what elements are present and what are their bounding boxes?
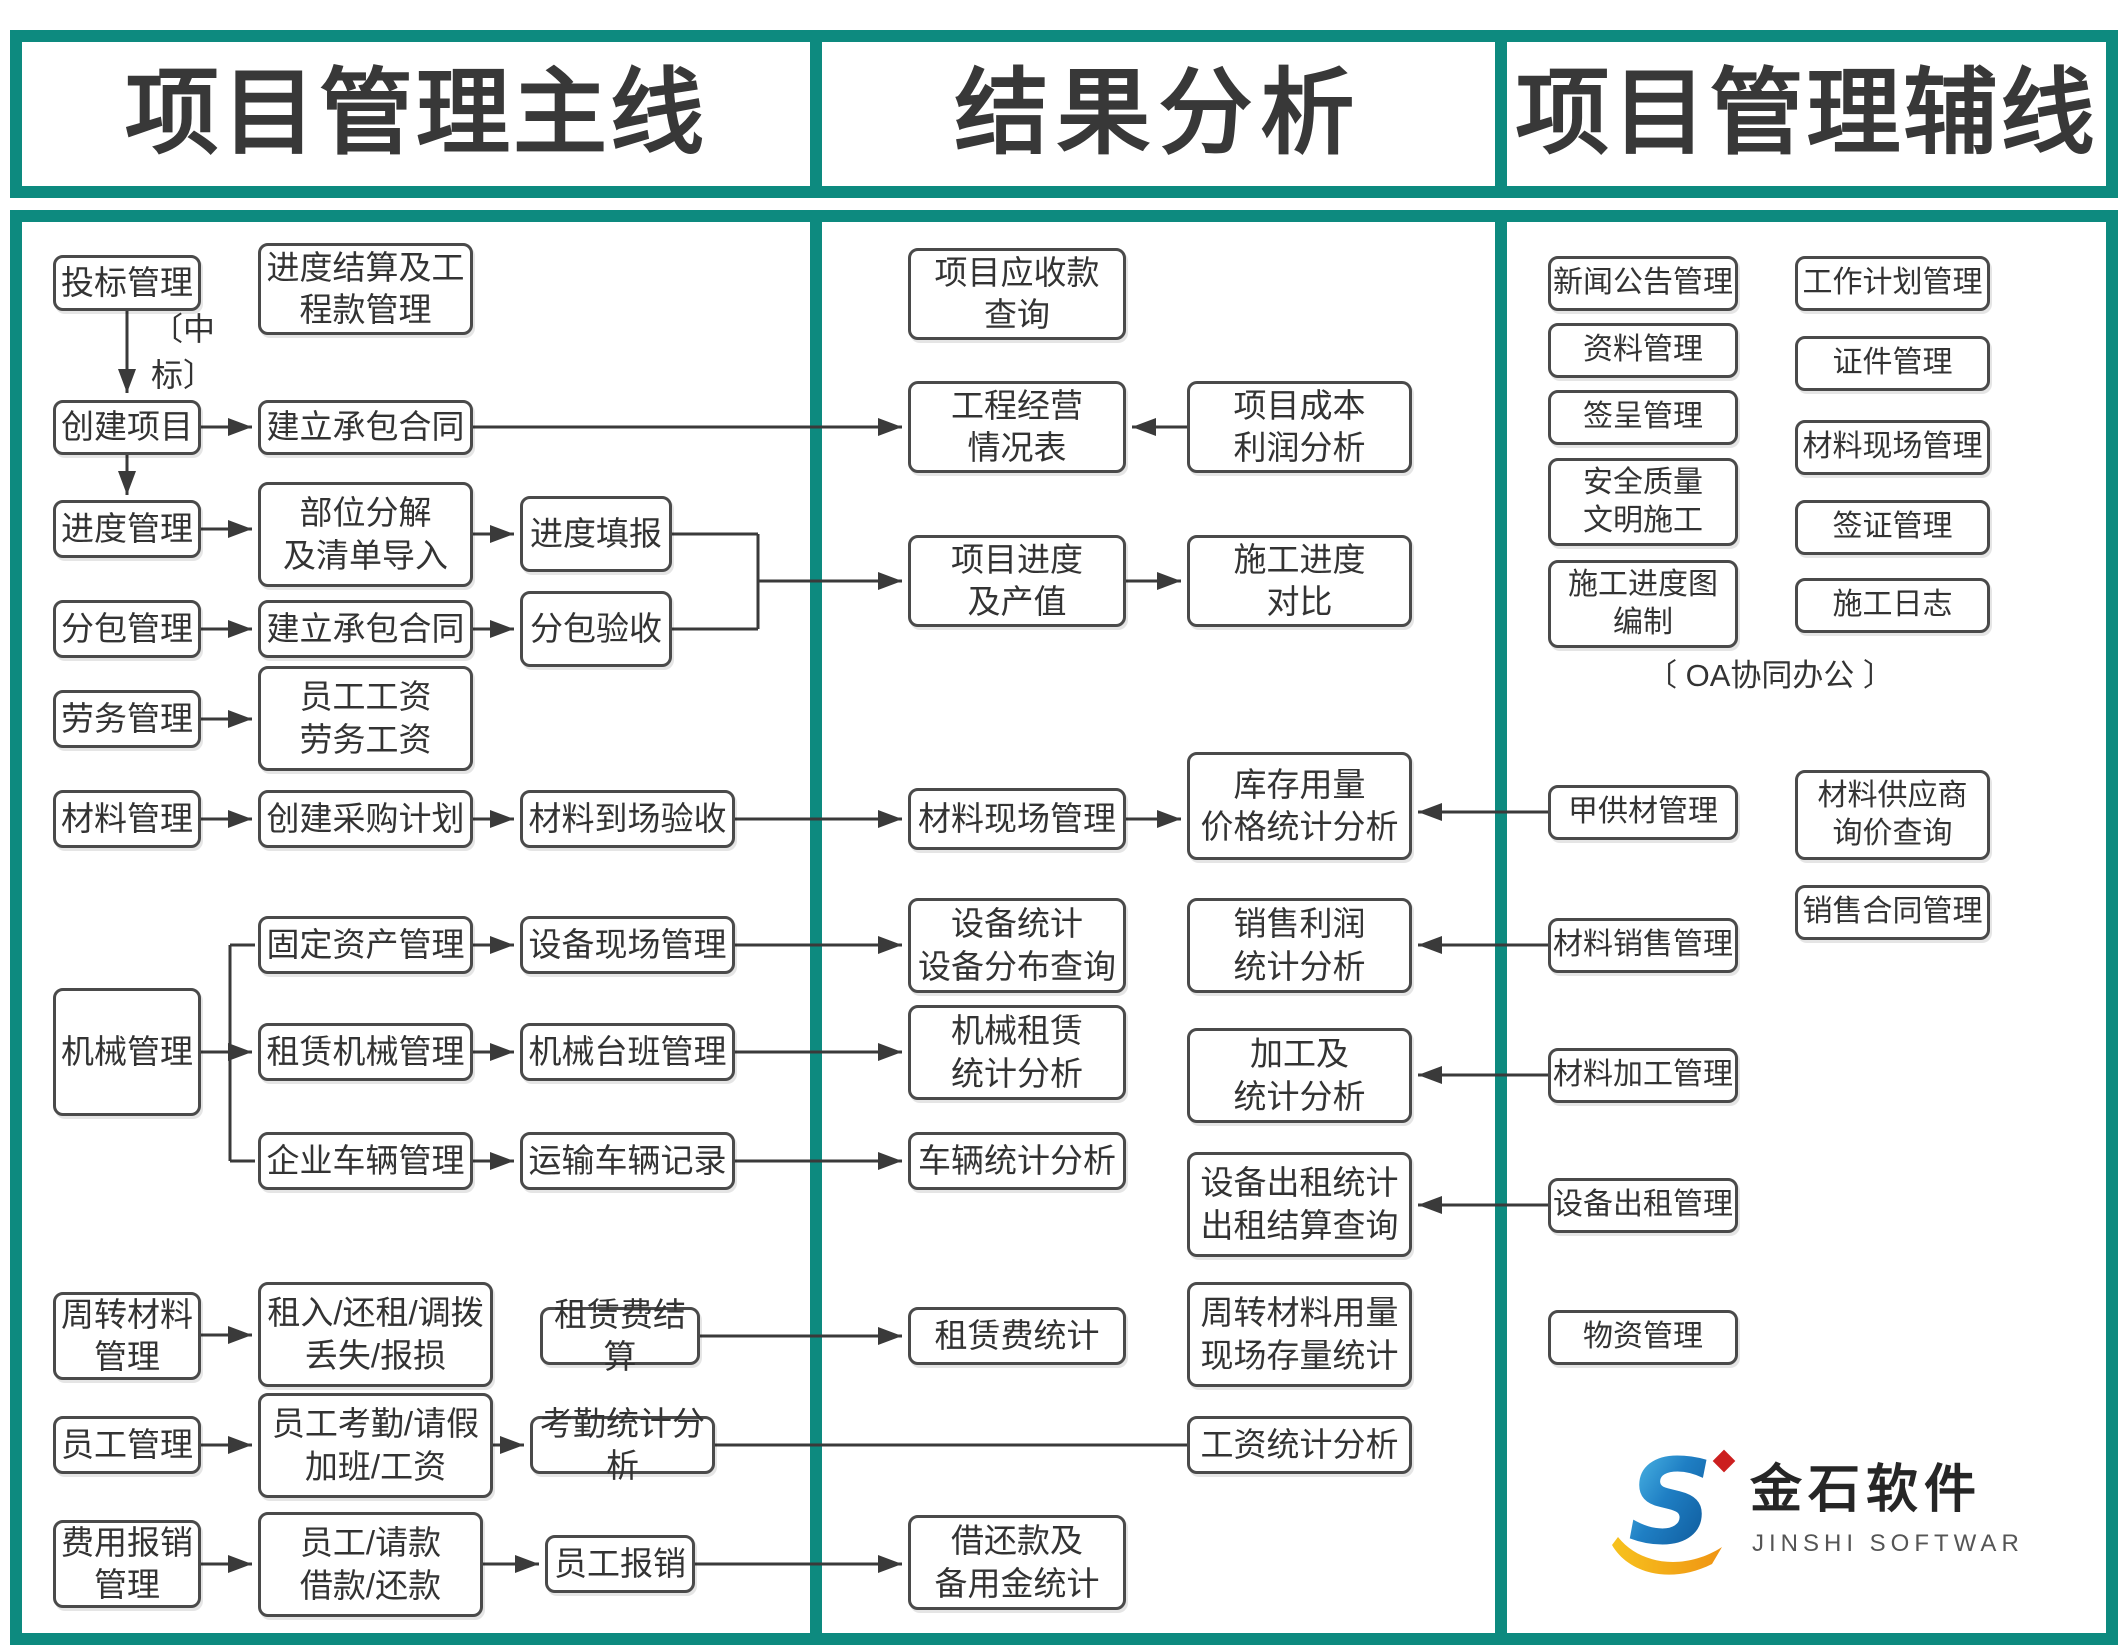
box-machinery-management: 机械管理 <box>53 988 201 1116</box>
box-expense-management: 费用报销 管理 <box>53 1520 201 1608</box>
box-attendance-stats: 考勤统计分析 <box>530 1405 715 1484</box>
box-bid-management: 投标管理 <box>53 255 201 311</box>
box-news-management: 新闻公告管理 <box>1548 256 1738 311</box>
box-decompose-import: 部位分解 及清单导入 <box>258 482 473 587</box>
box-turnover-stock-stats: 周转材料用量 现场存量统计 <box>1187 1282 1412 1387</box>
box-employee-reimburse: 员工报销 <box>545 1535 695 1593</box>
box-enterprise-vehicles: 企业车辆管理 <box>258 1132 473 1190</box>
box-employee-loan: 员工/请款 借款/还款 <box>258 1512 483 1617</box>
box-subcontract-accept: 分包验收 <box>520 591 672 667</box>
box-inventory-stats: 库存用量 价格统计分析 <box>1187 752 1412 860</box>
box-attendance: 员工考勤/请假 加班/工资 <box>258 1393 493 1498</box>
box-equipment-rent-stats: 设备出租统计 出租结算查询 <box>1187 1152 1412 1257</box>
box-turnover-material: 周转材料 管理 <box>53 1292 201 1380</box>
logo-name-en: JINSHI SOFTWARE <box>1752 1530 2020 1557</box>
box-progress-management: 进度管理 <box>53 500 201 558</box>
title-aux-line: 项目管理辅线 <box>1515 62 2098 166</box>
content-divider-1 <box>810 210 822 1645</box>
box-owner-material: 甲供材管理 <box>1548 785 1738 840</box>
box-machine-shift: 机械台班管理 <box>520 1023 735 1081</box>
box-fixed-assets: 固定资产管理 <box>258 916 473 974</box>
title-result-analysis: 结果分析 <box>954 62 1363 166</box>
content-divider-2 <box>1495 210 1507 1645</box>
box-visa-management: 签证管理 <box>1795 500 1990 555</box>
box-labor-management: 劳务管理 <box>53 690 201 748</box>
box-certificates-management: 证件管理 <box>1795 336 1990 391</box>
box-safety-quality: 安全质量 文明施工 <box>1548 458 1738 546</box>
box-equipment-site: 设备现场管理 <box>520 916 735 974</box>
box-purchase-plan: 创建采购计划 <box>258 790 473 848</box>
title-divider-1 <box>810 30 822 198</box>
box-subcontract-management: 分包管理 <box>53 600 201 658</box>
box-material-management: 材料管理 <box>53 790 201 848</box>
box-material-sales: 材料销售管理 <box>1548 918 1738 973</box>
box-progress-settlement: 进度结算及工 程款管理 <box>258 243 473 335</box>
box-documents-management: 资料管理 <box>1548 323 1738 378</box>
box-employee-management: 员工管理 <box>53 1416 201 1474</box>
box-progress-fill: 进度填报 <box>520 496 672 572</box>
box-wage-stats: 工资统计分析 <box>1187 1416 1412 1474</box>
box-loan-petty-cash-stats: 借还款及 备用金统计 <box>908 1515 1126 1610</box>
box-rent-return: 租入/还租/调拨 丢失/报损 <box>258 1282 493 1387</box>
box-receivables-query: 项目应收款 查询 <box>908 248 1126 340</box>
box-work-plan: 工作计划管理 <box>1795 256 1990 311</box>
box-machinery-rental-stats: 机械租赁 统计分析 <box>908 1005 1126 1100</box>
box-supplier-inquiry: 材料供应商 询价查询 <box>1795 770 1990 860</box>
box-aux-material-site: 材料现场管理 <box>1795 420 1990 475</box>
box-cost-profit-analysis: 项目成本 利润分析 <box>1187 381 1412 473</box>
box-operation-table: 工程经营 情况表 <box>908 381 1126 473</box>
box-supplies-management: 物资管理 <box>1548 1310 1738 1365</box>
title-band <box>10 30 2118 198</box>
box-construction-log: 施工日志 <box>1795 578 1990 633</box>
svg-text:S: S <box>1628 1433 1713 1571</box>
box-processing-stats: 加工及 统计分析 <box>1187 1028 1412 1123</box>
box-sales-contract: 销售合同管理 <box>1795 885 1990 940</box>
box-progress-output: 项目进度 及产值 <box>908 535 1126 627</box>
box-progress-chart: 施工进度图 编制 <box>1548 560 1738 648</box>
box-progress-compare: 施工进度 对比 <box>1187 535 1412 627</box>
jinshi-logo: S 金石软件 JINSHI SOFTWARE <box>1600 1425 2040 1590</box>
box-sales-profit-stats: 销售利润 统计分析 <box>1187 898 1412 993</box>
box-petition-management: 签呈管理 <box>1548 390 1738 445</box>
box-rental-fee-stats: 租赁费统计 <box>908 1307 1126 1365</box>
jinshi-logo-icon: S 金石软件 JINSHI SOFTWARE <box>1612 1433 2040 1575</box>
box-contract-2: 建立承包合同 <box>258 600 473 658</box>
title-main-line: 项目管理主线 <box>124 62 707 166</box>
box-create-project: 创建项目 <box>53 400 201 455</box>
box-wages: 员工工资 劳务工资 <box>258 666 473 771</box>
logo-name-cn: 金石软件 <box>1749 1461 1982 1519</box>
box-material-accept: 材料到场验收 <box>520 790 735 848</box>
box-rental-fee-settle: 租赁费结算 <box>540 1296 700 1375</box>
label-oa-office: 〔 OA协同办公 〕 <box>1645 657 1894 693</box>
box-rental-machinery: 租赁机械管理 <box>258 1023 473 1081</box>
box-vehicle-stats: 车辆统计分析 <box>908 1132 1126 1190</box>
box-equipment-stats: 设备统计 设备分布查询 <box>908 898 1126 993</box>
label-win-bid: 〔中标〕 <box>150 311 215 393</box>
title-divider-2 <box>1495 30 1507 198</box>
box-contract-1: 建立承包合同 <box>258 400 473 455</box>
box-material-processing: 材料加工管理 <box>1548 1048 1738 1103</box>
box-transport-records: 运输车辆记录 <box>520 1132 735 1190</box>
box-material-site-analysis: 材料现场管理 <box>908 788 1126 850</box>
box-equipment-rental: 设备出租管理 <box>1548 1178 1738 1233</box>
